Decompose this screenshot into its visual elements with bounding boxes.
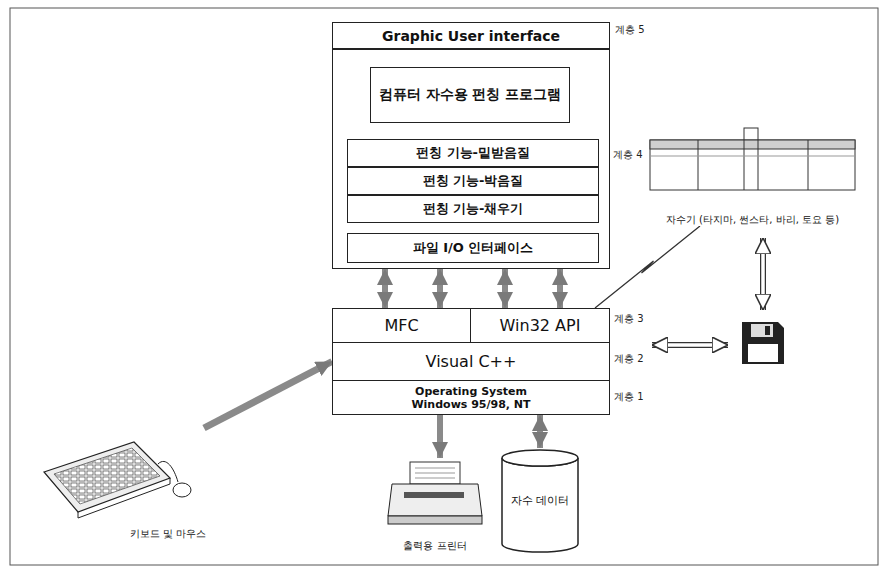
box-label: MFC [380,316,422,335]
caption-text: 자수 데이터 [507,494,574,507]
keyboard-illustration [38,428,210,540]
floppy-link-arrow [652,345,728,346]
data-flow-arrow [382,269,388,308]
box-label: 펀칭 기능-박음질 [419,172,528,190]
floppy-machine-arrow [763,238,764,310]
function-box: 펀칭 기능-밑받음질 [347,139,599,167]
layer-label: 계층 4 [612,148,644,162]
caption-text: 자수기 (타지마, 썬스타, 바리, 토요 등) [662,214,843,226]
box-label: Operating System Windows 95/98, NT [382,385,560,411]
outer-frame [10,8,878,565]
wireless-link [595,226,700,308]
data-flow-arrow [437,415,443,458]
compiler-box: Visual C++ [332,342,610,381]
data-flow-arrow [502,269,508,308]
layer-label: 계층 1 [613,390,645,404]
caption-text: 출력용 프린터 [399,540,470,552]
box-label: 컴퓨터 자수용 펀칭 프로그램 [375,86,566,104]
layer-label: 계층 5 [614,23,646,37]
caption-text: 키보드 및 마우스 [126,528,210,540]
machine-illustration [640,126,865,226]
function-box: 펀칭 기능-박음질 [347,167,599,195]
win32-box: Win32 API [470,308,610,343]
data-flow-arrow [204,362,332,429]
gui-layer-box: Graphic User interface [332,22,610,49]
function-box: 펀칭 기능-채우기 [347,195,599,223]
box-label: Visual C++ [422,352,521,371]
program-frame: 컴퓨터 자수용 펀칭 프로그램펀칭 기능-밑받음질펀칭 기능-박음질펀칭 기능-… [332,49,610,269]
printer: 출력용 프린터 [380,458,490,552]
box-label: 펀칭 기능-밑받음질 [412,144,534,162]
printer-illustration [380,458,490,552]
box-label: 펀칭 기능-채우기 [419,200,528,218]
data-flow-arrow [437,269,443,308]
mfc-box: MFC [332,308,471,343]
program-box: 컴퓨터 자수용 펀칭 프로그램 [370,67,571,123]
data-cylinder: 자수 데이터 [500,448,580,554]
box-label: 파일 I/O 인터페이스 [409,239,538,257]
layer-label: 계층 2 [613,352,645,366]
data-flow-arrow [557,269,563,308]
box-label: Graphic User interface [378,28,564,44]
data-flow-arrow [537,415,543,448]
keyboard-mouse: 키보드 및 마우스 [38,428,210,540]
embroidery-machine: 자수기 (타지마, 썬스타, 바리, 토요 등) [640,126,865,226]
box-label: Win32 API [496,316,585,335]
file-io-box: 파일 I/O 인터페이스 [347,233,599,263]
layer-label: 계층 3 [613,312,645,326]
os-box: Operating System Windows 95/98, NT [332,380,610,415]
floppy-disk-icon [742,322,784,364]
